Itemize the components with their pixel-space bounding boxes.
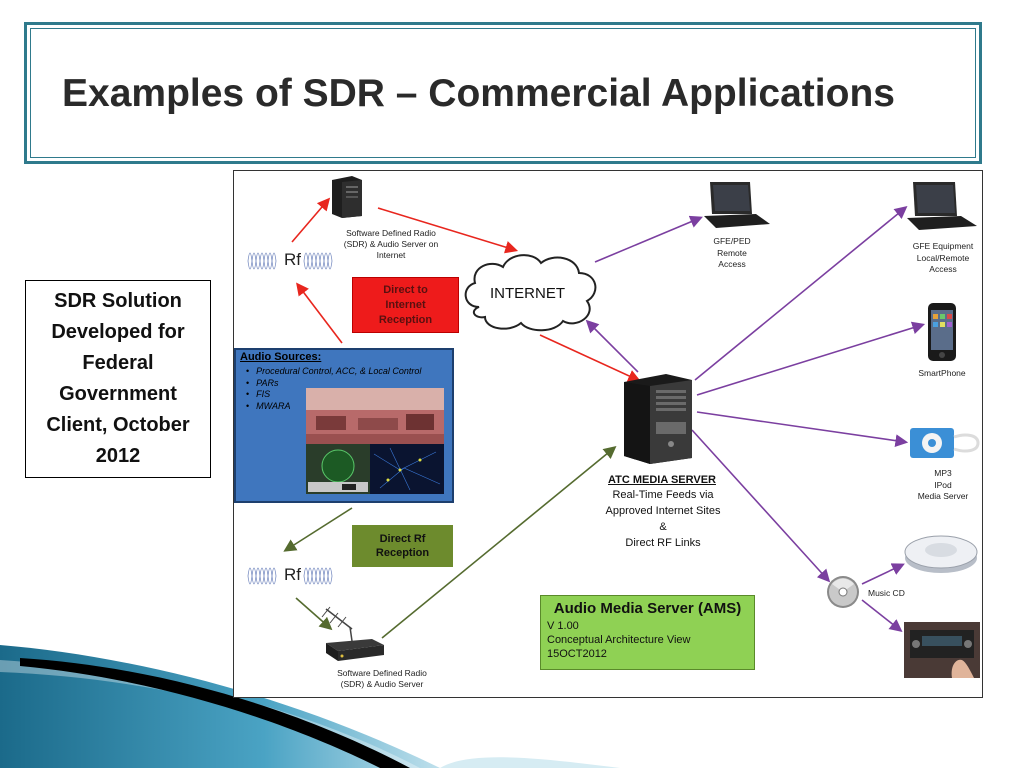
atc-media-server-title: ATC MEDIA SERVER (608, 474, 716, 486)
radar-map-photo (370, 444, 444, 494)
arrow-cd-to-player (861, 563, 905, 585)
mp3-label: MP3 IPod Media Server (917, 468, 969, 501)
sidebox-line: Government (59, 383, 177, 405)
audio-media-server-box: Audio Media Server (AMS) V 1.00 Conceptu… (540, 595, 755, 670)
arrow-bottom-server-to-atc (381, 445, 617, 639)
atc-line: Real-Time Feeds via (612, 489, 714, 501)
sidebox-line: SDR Solution (54, 290, 182, 312)
arrow-cd-to-car-radio (861, 599, 903, 632)
atc-line: & (659, 521, 667, 533)
arrow-atc-to-cd (691, 429, 831, 583)
gfe-equipment-label: GFE Equipment Local/Remote Access (912, 241, 974, 274)
cd-disc-icon (827, 576, 859, 608)
atc-server-tower-icon (624, 374, 692, 464)
atc-description: Real-Time Feeds via Approved Internet Si… (592, 487, 734, 551)
arrow-atc-to-internet (585, 319, 639, 373)
audio-source-item: FIS (246, 389, 421, 401)
smartphone-icon (928, 303, 956, 361)
radar-screen-photo (306, 444, 370, 494)
ams-line: 15OCT2012 (547, 648, 607, 660)
internet-cloud-icon (464, 254, 597, 332)
arrow-atc-to-mp3 (696, 411, 909, 447)
bottom-server-label: Software Defined Radio (SDR) & Audio Ser… (337, 668, 427, 689)
atc-line: Direct RF Links (625, 537, 701, 549)
atc-line: Approved Internet Sites (605, 505, 721, 517)
smartphone-label: SmartPhone (918, 368, 966, 378)
sdr-solution-box: SDR Solution Developed for Federal Gover… (25, 280, 211, 478)
arrow-rf-to-bottom-server (295, 597, 333, 631)
audio-sources-list: Procedural Control, ACC, & Local Control… (236, 366, 421, 412)
audio-source-item: PARs (246, 378, 421, 390)
direct-internet-reception-box: Direct to Internet Reception (352, 277, 459, 333)
sidebox-line: 2012 (95, 445, 141, 467)
slide-title: Examples of SDR – Commercial Application… (62, 72, 895, 115)
car-radio-icon (904, 622, 980, 678)
arrow-internet-to-gfe-ped (594, 215, 703, 263)
rf-wave-icon (247, 567, 333, 585)
audio-source-item: MWARA (246, 401, 421, 413)
arrow-audio-to-rf-lower (283, 507, 353, 552)
top-server-label: Software Defined Radio (SDR) & Audio Ser… (343, 228, 439, 260)
gfe-ped-label: GFE/PED Remote Access (713, 236, 751, 269)
audio-sources-title: Audio Sources: (240, 351, 322, 363)
sdr-receiver-icon (321, 606, 384, 661)
arrow-server-to-internet (377, 207, 519, 254)
arrow-audio-to-rf (296, 282, 343, 344)
ams-title: Audio Media Server (AMS) (553, 600, 742, 617)
cd-player-icon (904, 535, 978, 573)
direct-rf-reception-box: Direct Rf Reception (352, 525, 453, 567)
audio-source-item: Procedural Control, ACC, & Local Control (246, 366, 421, 378)
arrow-atc-to-gfe-equipment (694, 205, 908, 381)
arrow-rf-to-server (291, 197, 331, 243)
sidebox-line: Developed for (51, 321, 185, 343)
server-tower-icon (332, 176, 362, 218)
internet-label: INTERNET (490, 285, 565, 302)
ams-line: V 1.00 (547, 620, 579, 632)
laptop-icon (704, 182, 770, 228)
control-room-photo (306, 388, 444, 444)
ipod-shuffle-icon (910, 428, 980, 458)
title-frame (24, 22, 982, 164)
arrow-internet-to-atc (539, 334, 641, 382)
rf-wave-icon (247, 252, 333, 270)
rf-label-top: Rf (284, 250, 301, 269)
rf-label-bottom: Rf (284, 565, 301, 584)
sidebox-line: Federal (82, 352, 154, 374)
arrow-atc-to-smartphone (696, 321, 926, 396)
decorative-swoosh (0, 645, 620, 768)
laptop-icon (907, 182, 977, 230)
sidebox-line: Client, October (46, 414, 190, 436)
ams-line: Conceptual Architecture View (547, 634, 691, 646)
music-cd-label: Music CD (868, 588, 905, 598)
